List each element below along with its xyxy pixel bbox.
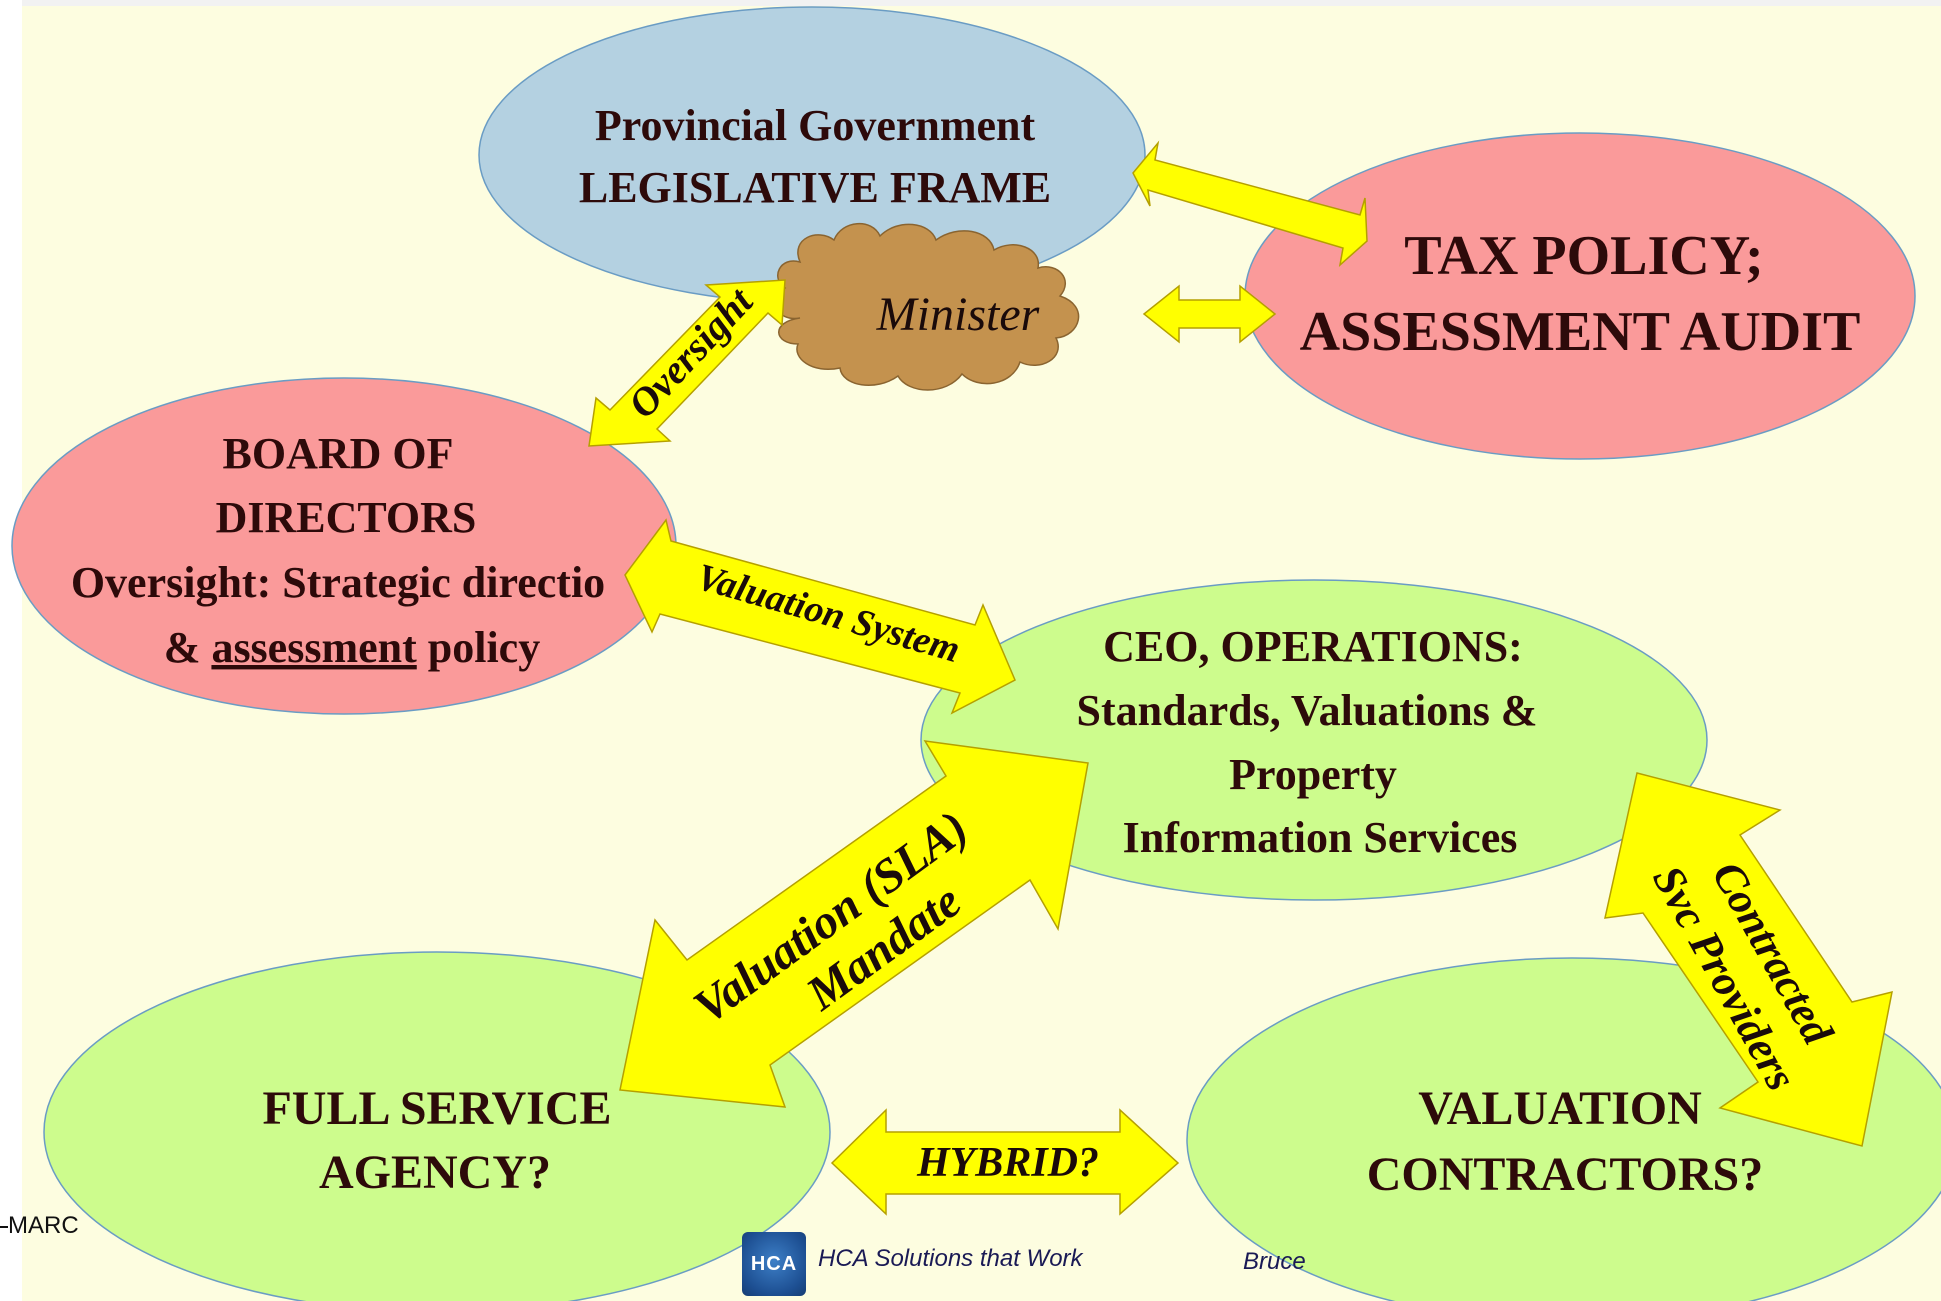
full-service-line2: AGENCY?: [319, 1146, 551, 1199]
left-margin-strip: [0, 0, 22, 1301]
hca-logo: HCA: [742, 1232, 806, 1296]
arrow-hybrid: [830, 1108, 1180, 1216]
footer-author-fragment: Bruce: [1243, 1248, 1305, 1275]
contractors-line2: CONTRACTORS?: [1367, 1148, 1764, 1201]
footer-tagline: HCA Solutions that Work: [818, 1245, 1083, 1272]
arrow-valuation-system: [624, 518, 1016, 715]
oversight-label: Oversight: [619, 278, 762, 427]
minister-cloud: [775, 222, 1080, 391]
minister-label: Minister: [876, 288, 1040, 341]
board-line3: Oversight: Strategic directio: [71, 558, 605, 607]
arrow-minister-tax: [1142, 284, 1277, 344]
provincial-title: Provincial Government: [595, 101, 1036, 150]
board-line4: & assessment policy: [164, 623, 540, 672]
tax-policy-line2: ASSESSMENT AUDIT: [1300, 301, 1861, 363]
full-service-line1: FULL SERVICE: [262, 1082, 611, 1135]
board-line1: BOARD OF: [223, 429, 454, 478]
ceo-line3: Property: [1229, 750, 1397, 799]
footer-date-fragment: MARC: [0, 1212, 79, 1240]
ceo-line4: Information Services: [1123, 813, 1518, 862]
ceo-operations-node: [920, 579, 1708, 901]
arrow-contracted-providers: [1604, 772, 1893, 1147]
arrow-valuation-sla: [619, 740, 1089, 1108]
arrow-provincial-tax: [1132, 140, 1368, 267]
hybrid-label: HYBRID?: [916, 1140, 1099, 1186]
board-line2: DIRECTORS: [216, 493, 477, 542]
provincial-subtitle: LEGISLATIVE FRAME: [579, 163, 1051, 212]
arrow-oversight: [588, 279, 786, 447]
tax-policy-node: [1244, 132, 1916, 460]
contractors-line1: VALUATION: [1418, 1082, 1702, 1135]
tax-policy-line1: TAX POLICY;: [1404, 225, 1763, 287]
ceo-line2: Standards, Valuations &: [1077, 686, 1538, 735]
ceo-line1: CEO, OPERATIONS:: [1103, 622, 1523, 671]
